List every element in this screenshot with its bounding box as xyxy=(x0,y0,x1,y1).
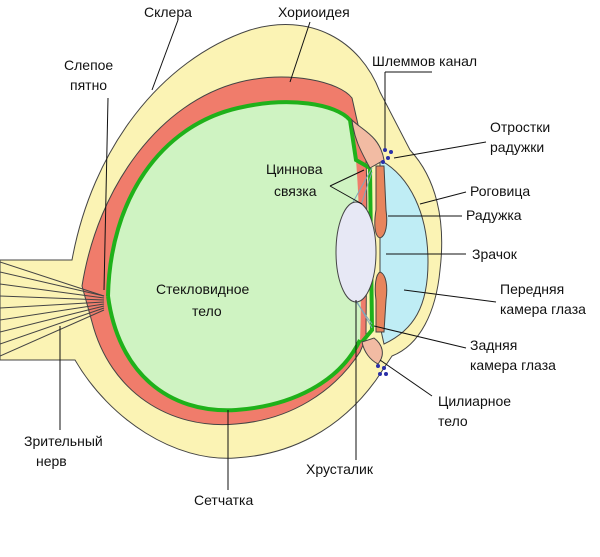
label-iris: Радужка xyxy=(466,207,522,223)
label-zinn-2: связка xyxy=(274,183,317,199)
label-schlemm: Шлеммов канал xyxy=(372,53,477,69)
vitreous-body xyxy=(108,102,361,411)
leader-lines xyxy=(59,19,497,490)
label-posterior-2: камера глаза xyxy=(470,357,556,373)
optic-nerve-fibers xyxy=(0,261,105,357)
label-posterior-1: Задняя xyxy=(470,337,517,353)
label-optic-2: нерв xyxy=(36,453,67,469)
label-cornea: Роговица xyxy=(470,183,530,199)
ciliary-body-top xyxy=(351,118,385,169)
iris-bottom xyxy=(374,271,388,333)
label-optic-1: Зрительный xyxy=(24,433,103,449)
label-blind-spot-1: Слепое xyxy=(64,57,113,73)
label-retina: Сетчатка xyxy=(194,492,253,508)
label-lens: Хрусталик xyxy=(306,461,374,477)
iris-top xyxy=(374,165,388,239)
anterior-chamber xyxy=(379,159,429,345)
label-ciliary-1: Цилиарное xyxy=(438,393,511,409)
label-vitreous-1: Стекловидное xyxy=(156,281,249,297)
label-vitreous-2: тело xyxy=(192,303,222,319)
lens xyxy=(335,201,377,303)
iris-process-dots xyxy=(376,148,393,376)
label-pupil: Зрачок xyxy=(472,246,518,262)
retina-line xyxy=(106,100,371,413)
ciliary-body-bottom xyxy=(361,337,383,365)
label-anterior-2: камера глаза xyxy=(500,301,586,317)
label-iris-processes-1: Отростки xyxy=(490,119,550,135)
label-sclera: Склера xyxy=(144,4,192,20)
label-iris-processes-2: радужки xyxy=(490,139,544,155)
label-choroid: Хориоидея xyxy=(278,4,350,20)
label-ciliary-2: тело xyxy=(438,413,468,429)
label-zinn-1: Циннова xyxy=(266,161,323,177)
label-blind-spot-2: пятно xyxy=(70,77,107,93)
label-anterior-1: Передняя xyxy=(500,281,564,297)
